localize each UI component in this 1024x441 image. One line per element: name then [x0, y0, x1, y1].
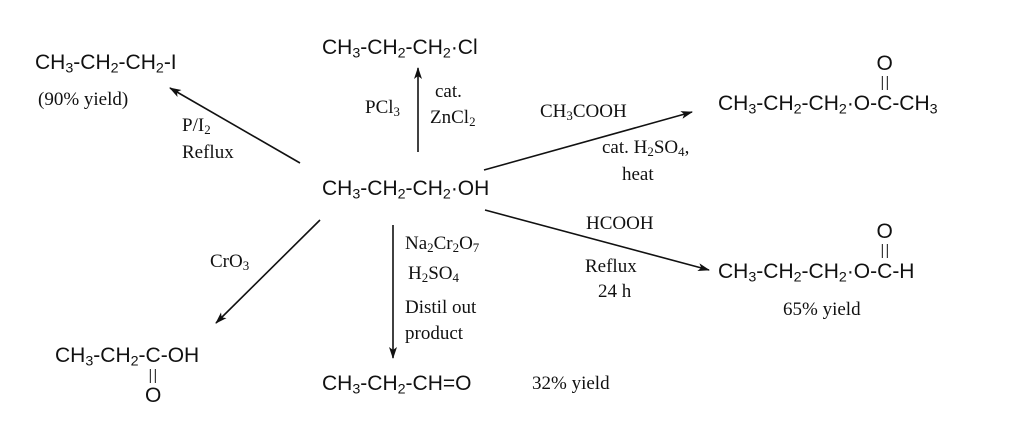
- reagent-formic-acid: HCOOH: [586, 213, 654, 234]
- start-material-propanol: CH3-CH2-CH2·OH: [322, 177, 490, 203]
- carbonyl-group: O: [145, 367, 161, 406]
- carbon-label: C: [877, 260, 893, 283]
- arrow-to-acetate: [483, 111, 693, 171]
- aldehyde-yield: 32% yield: [532, 373, 610, 394]
- formate-yield: 65% yield: [783, 299, 861, 320]
- condition-reflux: Reflux: [182, 142, 234, 163]
- carbonyl-oxygen: O: [144, 384, 162, 407]
- arrow-to-acid: [215, 219, 321, 324]
- formate-prefix: CH3-CH2-CH2·O-: [718, 260, 878, 286]
- condition-distil-out: Distil out: [405, 297, 477, 318]
- reagent-h2so4: H2SO4: [408, 263, 459, 286]
- iodide-yield: (90% yield): [38, 89, 129, 110]
- reagent-cat: cat.: [435, 81, 462, 102]
- carbonyl-oxygen: O: [876, 220, 893, 243]
- reagent-zncl2: ZnCl2: [430, 107, 476, 130]
- arrow-to-formate: [484, 209, 710, 272]
- double-bond: [150, 369, 157, 383]
- double-bond: [881, 244, 888, 258]
- reagent-pcl3: PCl3: [365, 97, 400, 120]
- acetate-suffix: -CH3: [892, 92, 938, 118]
- reagent-p-i2: P/I2: [182, 115, 211, 138]
- acetate-prefix: CH3-CH2-CH2·O-: [718, 92, 878, 118]
- product-propyl-chloride: CH3-CH2-CH2·Cl: [322, 36, 478, 62]
- acid-prefix: CH3-CH2-: [55, 344, 146, 370]
- condition-reflux-formate: Reflux: [585, 256, 637, 277]
- double-bond: [881, 76, 888, 90]
- product-propanal: CH3-CH2-CH=O: [322, 372, 472, 398]
- reagent-acetic-acid: CH3COOH: [540, 101, 627, 124]
- carbonyl-group: O: [877, 53, 893, 92]
- reagent-cat-h2so4: cat. H2SO4,: [602, 137, 690, 160]
- formate-suffix: -H: [892, 260, 915, 283]
- condition-24h: 24 h: [598, 281, 632, 302]
- condition-product: product: [405, 323, 464, 344]
- arrow-to-iodide: [169, 87, 301, 164]
- condition-heat: heat: [622, 164, 654, 185]
- carbonyl-group: O: [877, 221, 893, 260]
- reagent-cro3: CrO3: [210, 251, 250, 274]
- carbon-label: C: [145, 344, 161, 367]
- product-propyl-iodide: CH3-CH2-CH2-I: [35, 51, 177, 77]
- reagent-na2cr2o7: Na2Cr2O7: [405, 233, 480, 256]
- acid-suffix: -OH: [160, 344, 200, 367]
- carbonyl-oxygen: O: [876, 52, 893, 75]
- carbon-label: C: [877, 92, 893, 115]
